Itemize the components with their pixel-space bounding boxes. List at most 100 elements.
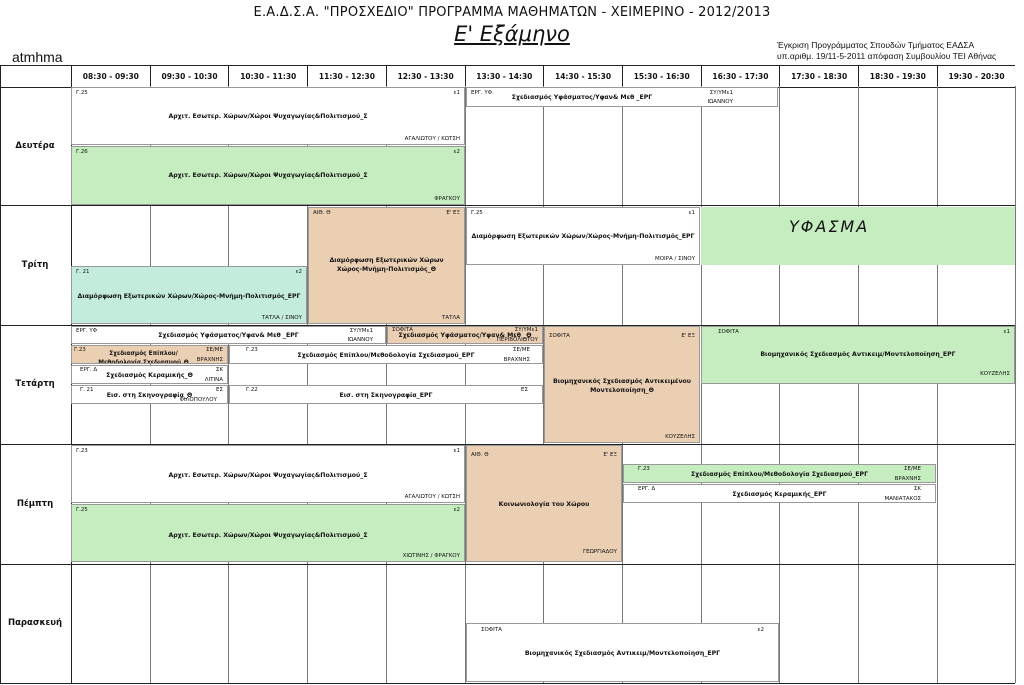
event-room: ΣΟΦΙΤΑ — [392, 327, 413, 333]
event-professor: ΦΙΛΟΠΟΥΛΟΥ — [179, 397, 217, 403]
event-card[interactable]: Γ.23 ΣΕ/ΜΕ Σχεδιασμός Επίπλου/Μεθοδολογί… — [229, 345, 543, 364]
grid-column-line — [858, 86, 859, 683]
day-separator — [0, 324, 1015, 326]
grid-column-line — [464, 86, 466, 683]
event-card[interactable]: Γ. 21 ε2 Διαμόρφωση Εξωτερικών Χώρων/Χώρ… — [71, 266, 307, 324]
event-room: Γ.25 — [76, 90, 88, 96]
event-card[interactable]: ΑΙΘ. Θ Ε' ΕΞ Διαμόρφωση Εξωτερικών Χώρων… — [308, 207, 465, 324]
logo-text: atmhma — [12, 49, 63, 65]
day-label: Δευτέρα — [15, 140, 55, 151]
time-slot-header: 16:30 - 17:30 — [700, 66, 780, 86]
event-professor: ΜΑΝΙΑΤΑΚΟΣ — [884, 496, 921, 502]
event-card[interactable]: ΕΡΓ. ΥΦ ΣΥ/ΥΜε1 Σχεδιασμός Υφάσματος/Υφα… — [71, 326, 386, 344]
event-title: Διαμόρφωση Εξωτερικών Χώρων/Χώρος-Μνήμη-… — [77, 293, 301, 300]
grid-column-line — [149, 86, 151, 683]
event-card[interactable]: Γ.26 ε2 Αρχιτ. Εσωτερ. Χώρων/Χώροι Ψυχαγ… — [71, 146, 465, 205]
event-room: ΑΙΘ. Θ — [471, 452, 489, 458]
time-slot-header: 12:30 - 13:30 — [385, 66, 465, 86]
event-card[interactable]: ΕΡΓ. ΥΦ. ΣΥ/ΥΜε1 Σχεδιασμός Υφάσματος/Υφ… — [466, 87, 778, 107]
event-card[interactable]: ΣΟΦΙΤΑ ε2 Βιομηχανικός Σχεδιασμός Αντικε… — [466, 623, 779, 682]
event-title: Βιομηχανικός Σχεδιασμός Αντικειμ/Μοντελο… — [524, 650, 721, 657]
event-card[interactable]: Γ.23 ΣΕ/ΜΕ Σχεδιασμός Επίπλου/Μεθοδολογί… — [623, 464, 936, 483]
time-slot-header: 11:30 - 12:30 — [307, 66, 386, 86]
event-room: Γ. 21 — [76, 269, 90, 275]
event-group: ε2 — [295, 269, 302, 275]
approval-line-2: υπ.αριθμ. 19/11-5-2011 απόφαση Συμβουλίο… — [777, 51, 997, 61]
event-group: ε1 — [688, 210, 695, 216]
event-room: ΕΡΓ. Δ — [638, 486, 656, 492]
event-title: Εισ. στη Σκηνογραφία_Θ — [106, 392, 193, 399]
event-professor: ΒΡΑΧΝΗΣ — [894, 476, 921, 482]
event-title: Αρχιτ. Εσωτερ. Χώρων/Χώροι Ψυχαγωγίας&Πο… — [168, 113, 368, 120]
event-room: ΕΡΓ. ΥΦ. — [471, 90, 494, 96]
event-card[interactable]: Γ.23 ε1 Αρχιτ. Εσωτερ. Χώρων/Χώροι Ψυχαγ… — [71, 445, 465, 503]
event-room: ΣΟΦΙΤΑ — [549, 333, 570, 339]
event-title: Εισ. στη Σκηνογραφία_ΕΡΓ — [339, 392, 433, 399]
event-group: ε1 — [1003, 329, 1010, 335]
event-professor: ΤΑΤΛΑ / ΣΙΝΟΥ — [261, 315, 302, 321]
time-slot-header: 08:30 - 09:30 — [71, 66, 150, 86]
time-slot-header: 17:30 - 18:30 — [779, 66, 858, 86]
time-slot-header: 14:30 - 15:30 — [543, 66, 622, 86]
event-room: Γ.23 — [638, 466, 650, 472]
event-card[interactable]: ΣΟΦΙΤΑ ΣΥ/ΥΜε1 Σχεδιασμός Υφάσματος/Υφαν… — [387, 326, 543, 344]
day-separator — [0, 563, 1015, 565]
event-title: Σχεδιασμός Υφάσματος/Υφαν& Μεθ _ΕΡΓ — [158, 332, 299, 339]
event-group: ΣΕ/ΜΕ — [903, 466, 921, 472]
event-card[interactable]: Γ. 21 ΕΣ Εισ. στη Σκηνογραφία_Θ ΦΙΛΟΠΟΥΛ… — [71, 385, 228, 404]
event-group: ΣΚ — [215, 367, 223, 373]
event-card[interactable]: ΣΟΦΙΤΑ ε1 Βιομηχανικός Σχεδιασμός Αντικε… — [701, 326, 1015, 384]
event-room: Γ.26 — [76, 149, 88, 155]
event-card[interactable]: Γ.25 ε2 Αρχιτ. Εσωτερ. Χώρων/Χώροι Ψυχαγ… — [71, 504, 465, 562]
event-title: Αρχιτ. Εσωτερ. Χώρων/Χώροι Ψυχαγωγίας&Πο… — [168, 172, 368, 179]
event-title: Σχεδιασμός Επίπλου/Μεθοδολογία Σχεδιασμο… — [98, 351, 189, 364]
event-professor: ΑΓΑΛΙΩΤΟΥ / ΚΩΤΣΗ — [404, 136, 460, 142]
event-professor: ΜΟΙΡΑ / ΣΙΝΟΥ — [654, 256, 695, 262]
approval-note: Έγκριση Προγράμματος Σπουδών Τμήματος ΕΑ… — [777, 40, 996, 62]
time-slot-header: 18:30 - 19:30 — [858, 66, 937, 86]
event-professor: ΚΟΥΖΕΛΗΣ — [980, 371, 1010, 377]
event-title: Σχεδιασμός Υφάσματος/Υφαν& Μεθ _ΕΡΓ — [511, 94, 653, 101]
time-slot-header: 09:30 - 10:30 — [149, 66, 229, 86]
event-group: ΕΣ — [216, 387, 223, 393]
time-slot-header: 13:30 - 14:30 — [464, 66, 544, 86]
grid-column-line — [228, 86, 230, 683]
event-group: ε1 — [453, 448, 460, 454]
event-group: ε2 — [757, 627, 764, 633]
event-card[interactable]: ΕΡΓ. Δ ΣΚ Σχεδιασμός Κεραμικής_ΕΡΓ ΜΑΝΙΑ… — [623, 484, 936, 503]
event-group: ΣΥ/ΥΜε1 — [514, 327, 538, 333]
event-room: Γ.25 — [76, 507, 88, 513]
event-room: Γ.23 — [76, 448, 88, 454]
event-professor: ΙΩΑΝΝΟΥ — [707, 99, 733, 105]
event-card[interactable]: ΑΙΘ. Θ Ε' ΕΞ Κοινωνιολογία του Χώρου ΓΕΩ… — [466, 445, 622, 562]
time-slot-header: 10:30 - 11:30 — [228, 66, 307, 86]
event-room: ΣΟΦΙΤΑ — [718, 329, 739, 335]
event-room: Γ.22 — [246, 387, 258, 393]
event-title-line-1: Βιομηχανικός Σχεδιασμός Αντικειμένου — [553, 378, 691, 385]
day-label: Τρίτη — [21, 260, 49, 271]
event-title: Κοινωνιολογία του Χώρου — [498, 501, 590, 508]
event-card[interactable]: Γ.22 ΕΣ Εισ. στη Σκηνογραφία_ΕΡΓ — [229, 385, 543, 404]
event-card[interactable]: Γ.25 ε1 Διαμόρφωση Εξωτερικών Χώρων/Χώρο… — [466, 207, 700, 265]
grid-column-line — [71, 86, 72, 683]
event-card[interactable]: ΣΟΦΙΤΑ Ε' ΕΞ Βιομηχανικός Σχεδιασμός Αντ… — [544, 326, 700, 443]
event-professor: ΑΓΑΛΙΩΤΟΥ / ΚΩΤΣΗ — [404, 494, 460, 500]
day-separator — [0, 683, 1015, 684]
event-title: Αρχιτ. Εσωτερ. Χώρων/Χώροι Ψυχαγωγίας&Πο… — [168, 472, 368, 479]
grid-left-border — [0, 65, 1, 683]
event-card[interactable]: Γ.25 ε1 Αρχιτ. Εσωτερ. Χώρων/Χώροι Ψυχαγ… — [71, 87, 465, 145]
event-room: Γ.23 — [74, 347, 86, 353]
grid-column-line — [700, 86, 702, 683]
event-group: ΣΥ/ΥΜε1 — [709, 90, 733, 96]
event-title: Διαμόρφωση Εξωτερικών Χώρων Χώρος-Μνήμη-… — [309, 256, 464, 274]
event-card[interactable]: ΕΡΓ. Δ ΣΚ Σχεδιασμός Κεραμικής_Θ ΛΙΤΙΝΑ — [71, 365, 228, 384]
event-title: Αρχιτ. Εσωτερ. Χώρων/Χώροι Ψυχαγωγίας&Πο… — [168, 532, 368, 539]
event-room: Γ.25 — [471, 210, 483, 216]
semester-heading: Ε' Εξάμηνο — [454, 22, 570, 46]
event-room: Γ. 21 — [80, 387, 94, 393]
event-group: ε2 — [453, 149, 460, 155]
handwritten-note: ΥΦΑΣΜΑ — [789, 217, 870, 236]
event-card[interactable]: Γ.23 ΣΕ/ΜΕ Σχεδιασμός Επίπλου/Μεθοδολογί… — [71, 345, 228, 364]
event-room: Γ.23 — [246, 347, 258, 353]
event-professor: ΤΑΤΛΑ — [441, 315, 460, 321]
